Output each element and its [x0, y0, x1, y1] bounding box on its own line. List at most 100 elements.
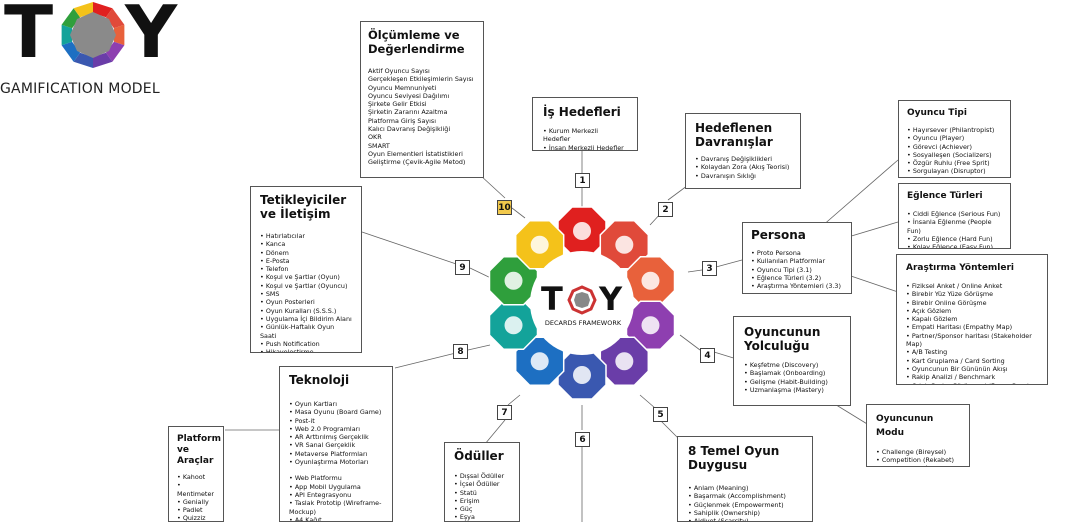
list-item: Oyuncunun Bir Gününün Akışı [906, 365, 1038, 373]
box-oyuncu-tipi: Oyuncu Tipi Hayırsever (Philantropist)Oy… [898, 100, 1011, 178]
segment-icon-9 [504, 271, 523, 290]
list-item: Sorgulayan (Disruptor) [907, 167, 1002, 175]
list-item: Başarmak (Accomplishment) [688, 492, 802, 500]
list-item: Oyuncu (Player) [907, 134, 1002, 142]
list-item: Genially [177, 498, 215, 506]
list-item: Aidiyet (Scarcity) [688, 517, 802, 521]
list-item: Proto Persona [751, 249, 843, 257]
logo-ring-segment-5 [93, 52, 113, 68]
list-item: Post-it [289, 417, 383, 425]
list-item: Dışsal Ödüller [454, 472, 510, 480]
box-list: Keşfetme (Discovery)Başlamak (Onboarding… [744, 361, 840, 394]
logo-letter-y: Y [125, 0, 178, 74]
list-item: Geliştirme (Çevik-Agile Metod) [368, 158, 466, 167]
box-title: Teknoloji [289, 373, 350, 387]
box-title: Platform ve Araçlar [177, 434, 221, 466]
list-item: Quizziz [177, 514, 215, 521]
list-item: Push Notification [260, 340, 352, 348]
list-item: Oyuncu Seviyesi Dağılımı [368, 91, 450, 100]
list-item: Eğlence Türleri (3.2) [751, 274, 843, 282]
list-item: A/B Testing [906, 348, 1038, 356]
list-item: Başlamak (Onboarding) [744, 369, 840, 377]
box-list: Hayırsever (Philantropist)Oyuncu (Player… [907, 126, 1002, 176]
segment-icon-8 [504, 316, 523, 335]
box-list: Fiziksel Anket / Online AnketBirebir Yüz… [906, 282, 1038, 384]
box-arastirma-yontemleri: Araştırma Yöntemleri Fiziksel Anket / On… [896, 254, 1048, 385]
box-list: HatırlatıcılarKancaDönemE-PostaTelefonKo… [260, 232, 352, 352]
segment-icon-5 [615, 352, 634, 371]
segment-icon-2 [615, 235, 634, 254]
logo-octagon-icon [61, 2, 125, 68]
list-item: Aktif Oyuncu Sayısı [368, 67, 430, 75]
list-item: Taslak Prototip (Wireframe-Mockup) [289, 499, 383, 516]
list-item: Sosyalleşen (Socializers) [907, 151, 1002, 159]
list-item: Padlet [177, 506, 215, 514]
list-item: Web 2.0 Programları [289, 425, 383, 433]
list-item: Hayırsever (Philantropist) [907, 126, 1002, 134]
list-item: Anlam (Meaning) [688, 484, 802, 492]
list-item: Güçlenmek (Empowerment) [688, 501, 802, 509]
list-item: E-Posta [260, 257, 352, 265]
list-item: İnsanla Eğlenme (People Fun) [907, 218, 1002, 235]
list-item: Kahoot [177, 473, 215, 481]
box-list: Challenge (Bireysel)Competition (Rekabet… [876, 448, 960, 466]
box-list: Ciddi Eğlence (Serious Fun)İnsanla Eğlen… [907, 210, 1002, 248]
list-item: İçsel Ödüller [454, 480, 510, 488]
list-item: Uygulama İçi Bildirim Alanı [260, 315, 352, 323]
list-item: Sahiplik (Ownership) [688, 509, 802, 517]
list-item: Güç [454, 505, 510, 513]
list-item: Oyuncu Memnuniyeti [368, 83, 437, 92]
logo-ring-segment-1 [93, 2, 113, 18]
list-item: Hikayeleştirme [260, 348, 352, 352]
box-eglence-turleri: Eğlence Türleri Ciddi Eğlence (Serious F… [898, 183, 1011, 249]
box-is-hedefleri: İş Hedefleri Kurum Merkezli Hedeflerİnsa… [532, 97, 638, 151]
step-number-9: 9 [455, 260, 470, 275]
box-title: Oyuncunun Yolculuğu [744, 325, 821, 353]
center-caption: DECARDS FRAMEWORK [544, 319, 622, 327]
logo-ring-segment-8 [61, 24, 73, 46]
list-item: AR Arttırılmış Gerçeklik [289, 433, 383, 441]
box-oduller: Ödüller Dışsal Ödüllerİçsel ÖdüllerStatü… [444, 442, 520, 522]
logo-ring-segment-3 [113, 24, 125, 46]
box-tetikleyiciler: Tetikleyiciler ve İletişim Hatırlatıcıla… [250, 186, 362, 353]
box-olcumleme: Ölçümleme ve Değerlendirme Aktif Oyuncu … [360, 21, 484, 178]
list-item: Koşul ve Şartlar (Oyun) [260, 273, 352, 281]
logo-subtitle: GAMIFICATION MODEL [0, 81, 160, 97]
list-item: Oyun Posterleri [260, 298, 352, 306]
list-item: Uzmanlaşma (Mastery) [744, 386, 840, 394]
box-teknoloji: Teknoloji Oyun KartlarıMasa Oyunu (Board… [279, 366, 393, 522]
step-number-6: 6 [575, 432, 590, 447]
center-octagon-icon [567, 285, 597, 315]
list-item: Cooperation (İşbirliği) [876, 465, 960, 466]
list-item: OKR [368, 133, 382, 142]
list-item: Birebir Yüz Yüze Görüşme [906, 290, 1038, 298]
box-title: Oyuncunun Modu [876, 414, 934, 438]
list-item: Eşya [454, 513, 510, 521]
list-item: Mentimeter [177, 481, 215, 498]
box-oyuncunun-modu: Oyuncunun Modu Challenge (Bireysel)Compe… [866, 404, 970, 467]
list-item: Davranışın Sıklığı [695, 172, 791, 180]
segment-icon-4 [641, 316, 660, 335]
list-item: Birebir Online Görüşme [906, 299, 1038, 307]
step-number-4: 4 [700, 348, 715, 363]
list-item: Masa Oyunu (Board Game) [289, 408, 383, 416]
box-title: Ödüller [454, 449, 504, 463]
list-item: Oyunlaştırma Motorları [289, 458, 383, 466]
logo-letter-t: T [4, 0, 54, 74]
box-persona: Persona Proto PersonaKullanılan Platform… [742, 222, 852, 294]
list-item: Odak Grubu Görüşmesi (Focus Grup) [906, 382, 1038, 384]
segment-icon-6 [573, 366, 591, 384]
box-list: Proto PersonaKullanılan PlatformlarOyunc… [751, 249, 843, 290]
box-list: KahootMentimeterGeniallyPadletQuizzizCla… [177, 473, 215, 521]
box-list: Anlam (Meaning)Başarmak (Accomplishment)… [688, 484, 802, 521]
list-item: Oyun Kuralları (S.S.S.) [260, 307, 352, 315]
list-item: Competition (Rekabet) [876, 456, 960, 464]
list-item: Günlük-Haftalık Oyun Saati [260, 323, 352, 340]
list-item: Kolaydan Zora (Akış Teorisi) [695, 163, 791, 171]
list-item: Kart Gruplama / Card Sorting [906, 357, 1038, 365]
list-item: Kapalı Gözlem [906, 315, 1038, 323]
box-list: Kurum Merkezli Hedeflerİnsan Merkezli He… [543, 127, 627, 150]
step-number-7: 7 [497, 405, 512, 420]
list-item: Ciddi Eğlence (Serious Fun) [907, 210, 1002, 218]
